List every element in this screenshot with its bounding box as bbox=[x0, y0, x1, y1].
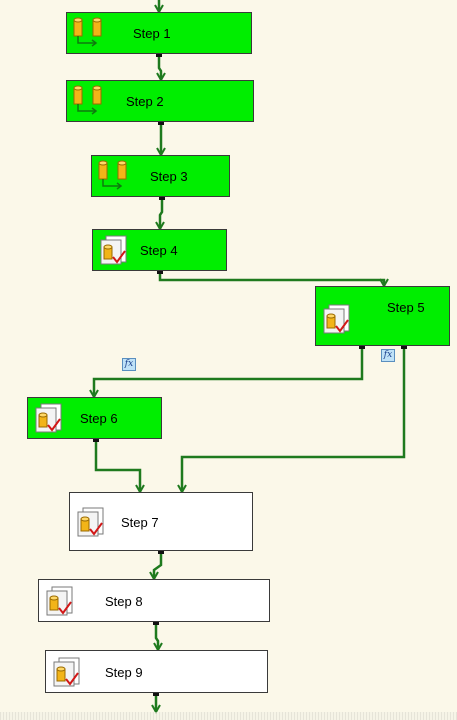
expression-badge-icon[interactable]: fx bbox=[381, 349, 395, 362]
execute-sql-task-icon bbox=[323, 304, 350, 334]
execute-sql-task-icon bbox=[100, 235, 127, 265]
expression-badge-icon[interactable]: fx bbox=[122, 358, 136, 371]
task-step-6[interactable]: Step 6 bbox=[27, 397, 162, 439]
task-label: Step 7 bbox=[121, 515, 159, 530]
data-flow-task-icon bbox=[73, 17, 102, 47]
execute-sql-task-icon bbox=[77, 507, 104, 536]
task-step-5[interactable]: Step 5 bbox=[315, 286, 450, 346]
canvas-edge bbox=[0, 712, 457, 720]
task-step-9[interactable]: Step 9 bbox=[45, 650, 268, 693]
task-step-1[interactable]: Step 1 bbox=[66, 12, 252, 54]
task-label: Step 3 bbox=[150, 169, 188, 184]
task-step-8[interactable]: Step 8 bbox=[38, 579, 270, 622]
task-label: Step 1 bbox=[133, 26, 171, 41]
task-step-4[interactable]: Step 4 bbox=[92, 229, 227, 271]
task-label: Step 5 bbox=[387, 300, 425, 315]
task-label: Step 4 bbox=[140, 243, 178, 258]
execute-sql-task-icon bbox=[35, 403, 62, 433]
task-label: Step 8 bbox=[105, 594, 143, 609]
execute-sql-task-icon bbox=[46, 586, 73, 615]
task-label: Step 9 bbox=[105, 665, 143, 680]
task-step-2[interactable]: Step 2 bbox=[66, 80, 254, 122]
execute-sql-task-icon bbox=[53, 657, 80, 686]
task-label: Step 2 bbox=[126, 94, 164, 109]
data-flow-task-icon bbox=[98, 160, 127, 190]
task-step-3[interactable]: Step 3 bbox=[91, 155, 230, 197]
data-flow-task-icon bbox=[73, 85, 102, 115]
task-step-7[interactable]: Step 7 bbox=[69, 492, 253, 551]
task-label: Step 6 bbox=[80, 411, 118, 426]
